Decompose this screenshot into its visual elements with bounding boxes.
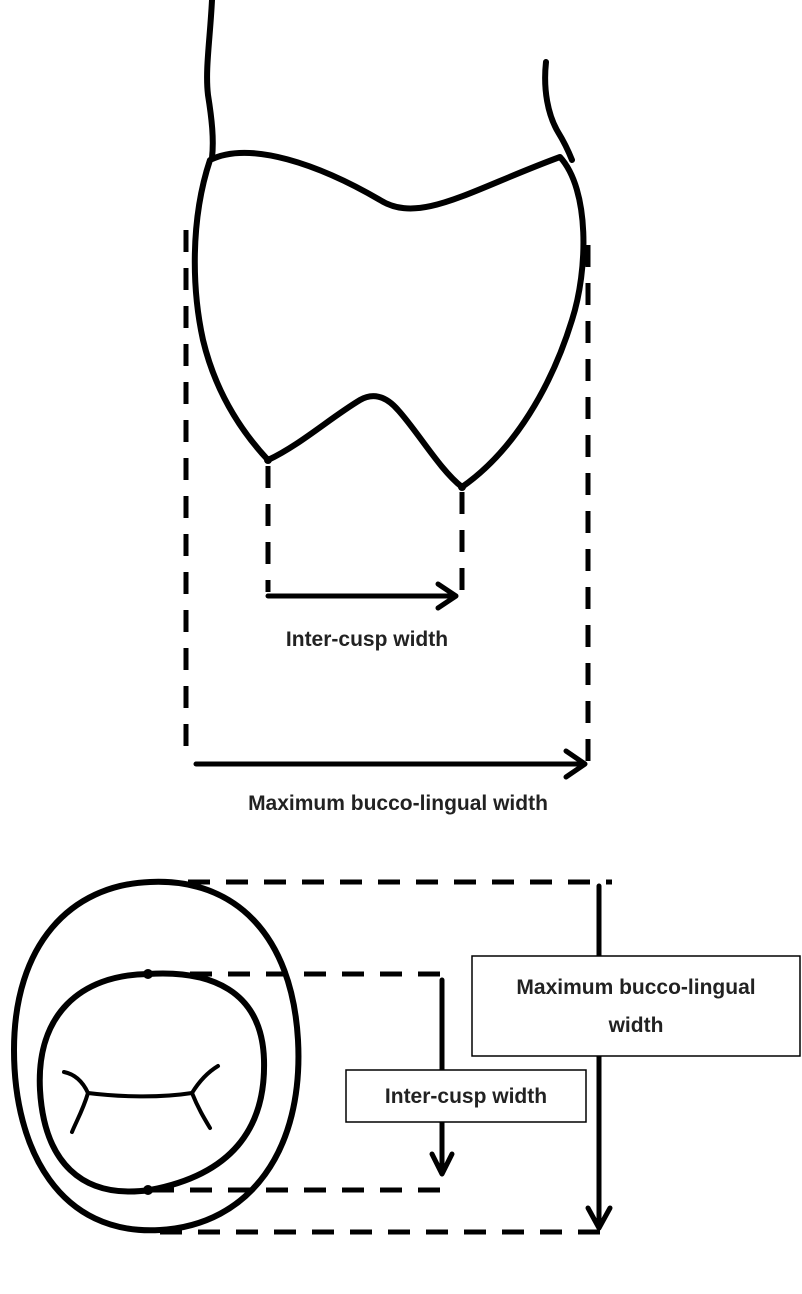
cusp-point-top xyxy=(143,969,153,979)
inner-occlusal-outline xyxy=(36,970,268,1195)
occlusal-intercusp-label: Inter-cusp width xyxy=(385,1085,547,1108)
max-width-label-top: Maximum bucco-lingual width xyxy=(248,792,548,815)
cusp-point-bottom xyxy=(143,1185,153,1195)
crown-outline xyxy=(191,149,587,490)
intercusp-arrow xyxy=(265,581,459,611)
tooth-side-view xyxy=(191,0,587,491)
root-right-line xyxy=(542,59,575,163)
intercusp-label-top: Inter-cusp width xyxy=(286,628,448,651)
root-left-line xyxy=(204,0,216,161)
occlusal-intercusp-label-box: Inter-cusp width xyxy=(345,1069,587,1123)
fissure-pattern xyxy=(62,1064,220,1134)
occlusal-max-width-arrow xyxy=(585,883,613,1231)
outer-crown-outline xyxy=(11,878,302,1234)
tooth-occlusal-view xyxy=(11,878,302,1234)
occlusal-max-width-label-line1: Maximum bucco-lingual xyxy=(516,976,755,999)
occlusal-max-width-label-box: Maximum bucco-lingual width xyxy=(471,955,801,1057)
buccal-cusp-tip xyxy=(264,456,272,464)
occlusal-max-width-label-line2: width xyxy=(608,1014,664,1037)
max-width-arrow xyxy=(193,748,588,780)
lingual-cusp-tip xyxy=(458,483,466,491)
